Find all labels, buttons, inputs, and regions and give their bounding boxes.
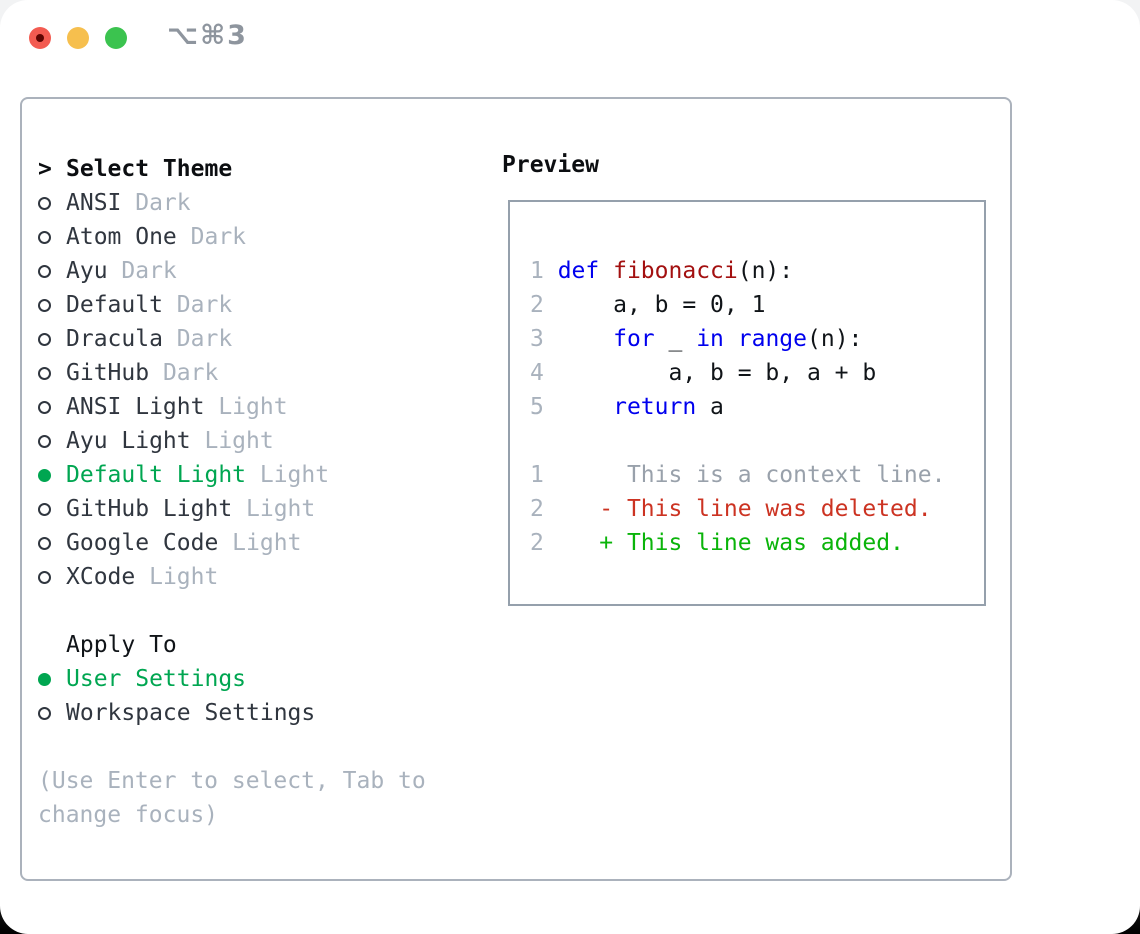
code-line: 3 for _ in range(n): (530, 326, 863, 352)
spacer (38, 594, 426, 628)
radio-unselected-icon (38, 196, 51, 210)
theme-option-default[interactable]: Default Dark (38, 288, 426, 322)
apply-to-header-row: Apply To (38, 628, 426, 662)
theme-option-ayu-light[interactable]: Ayu Light Light (38, 424, 426, 458)
item-label: Dracula (66, 326, 163, 352)
theme-option-atom-one[interactable]: Atom One Dark (38, 220, 426, 254)
minimize-traffic-light-icon[interactable] (67, 27, 89, 49)
item-type-suffix: Dark (149, 360, 219, 386)
item-label: Ayu (66, 258, 108, 284)
theme-option-ayu[interactable]: Ayu Dark (38, 254, 426, 288)
radio-unselected-icon (38, 332, 51, 346)
preview-header: Preview (502, 152, 599, 178)
item-label: XCode (66, 564, 136, 590)
item-label: GitHub Light (66, 496, 233, 522)
close-traffic-light-icon[interactable] (29, 27, 51, 49)
radio-unselected-icon (38, 230, 51, 244)
radio-unselected-icon (38, 536, 51, 550)
item-type-suffix: Dark (121, 190, 191, 216)
theme-option-github-light[interactable]: GitHub Light Light (38, 492, 426, 526)
radio-unselected-icon (38, 434, 51, 448)
item-label: Atom One (66, 224, 177, 250)
item-type-suffix: Dark (176, 224, 247, 250)
theme-option-ansi[interactable]: ANSI Dark (38, 186, 426, 220)
radio-unselected-icon (38, 366, 51, 380)
item-type-suffix: Dark (162, 326, 233, 352)
radio-unselected-icon (38, 298, 51, 312)
theme-option-github[interactable]: GitHub Dark (38, 356, 426, 390)
title-bar: ⌥⌘3 (0, 0, 1140, 76)
item-type-suffix: Light (204, 394, 288, 420)
item-label: ANSI Light (66, 394, 205, 420)
item-type-suffix: Light (246, 462, 330, 488)
item-type-suffix: Light (218, 530, 302, 556)
code-line: 4 a, b = b, a + b (530, 360, 877, 386)
code-line: 2 - This line was deleted. (530, 496, 932, 522)
code-line: 1 def fibonacci(n): (530, 258, 794, 284)
item-type-suffix: Dark (162, 292, 233, 318)
apply-option-workspace-settings[interactable]: Workspace Settings (38, 696, 426, 730)
code-line: 2 + This line was added. (530, 530, 904, 556)
item-type-suffix: Light (232, 496, 316, 522)
item-label: User Settings (66, 666, 247, 692)
radio-selected-icon (38, 672, 51, 686)
theme-option-default-light[interactable]: Default Light Light (38, 458, 426, 492)
code-line: 1 This is a context line. (530, 462, 946, 488)
item-type-suffix: Light (190, 428, 274, 454)
modified-dot-icon (36, 34, 44, 42)
item-label: GitHub (66, 360, 150, 386)
select-theme-header: Select Theme (66, 156, 233, 182)
item-label: Default Light (66, 462, 247, 488)
blank-line (530, 424, 984, 458)
code-line: 2 a, b = 0, 1 (530, 292, 766, 318)
item-label: ANSI (66, 190, 122, 216)
item-label: Default (66, 292, 163, 318)
apply-option-user-settings[interactable]: User Settings (38, 662, 426, 696)
radio-unselected-icon (38, 706, 51, 720)
help-text-line-1: (Use Enter to select, Tab to (38, 768, 426, 794)
radio-unselected-icon (38, 502, 51, 516)
maximize-traffic-light-icon[interactable] (105, 27, 127, 49)
spacer (38, 730, 426, 764)
item-type-suffix: Dark (107, 258, 177, 284)
code-preview-pane: 1 def fibonacci(n): 2 a, b = 0, 1 3 for _ … (508, 200, 986, 606)
help-text-line-2: change focus) (38, 802, 219, 828)
radio-unselected-icon (38, 264, 51, 278)
window-title: ⌥⌘3 (167, 20, 248, 51)
preview-code-lines: 1 def fibonacci(n): 2 a, b = 0, 1 3 for _ … (530, 254, 984, 560)
radio-unselected-icon (38, 400, 51, 414)
apply-to-header: Apply To (66, 632, 177, 658)
code-line: 5 return a (530, 394, 724, 420)
radio-unselected-icon (38, 570, 51, 584)
select-theme-header-row: > Select Theme (38, 152, 426, 186)
theme-option-google-code[interactable]: Google Code Light (38, 526, 426, 560)
radio-selected-icon (38, 468, 51, 482)
theme-option-ansi-light[interactable]: ANSI Light Light (38, 390, 426, 424)
focus-chevron-icon: > (38, 156, 52, 182)
item-label: Google Code (66, 530, 219, 556)
item-label: Workspace Settings (66, 700, 316, 726)
item-type-suffix: Light (135, 564, 219, 590)
item-label: Ayu Light (66, 428, 191, 454)
theme-option-xcode[interactable]: XCode Light (38, 560, 426, 594)
theme-option-dracula[interactable]: Dracula Dark (38, 322, 426, 356)
